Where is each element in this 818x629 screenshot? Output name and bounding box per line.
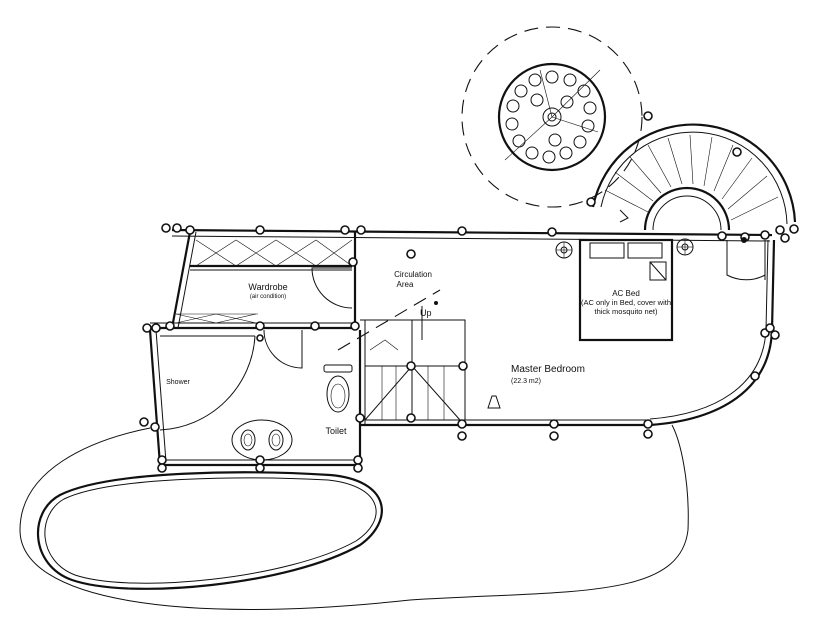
bedside-lamp-right (676, 238, 694, 256)
stair-up-label: Up (420, 308, 432, 318)
doors (159, 240, 766, 431)
spiral-stair-arrow (619, 209, 629, 223)
tree-canopy (461, 26, 643, 208)
tree-radial-lines (504, 69, 601, 161)
shower-label: Shower (166, 379, 190, 386)
spiral-stair (591, 123, 797, 231)
toilet-fixture (323, 364, 353, 413)
master-bedroom-label: Master Bedroom (511, 364, 585, 375)
pool-water (44, 477, 377, 584)
spiral-stair-treads (604, 134, 779, 221)
circulation-label-1: Circulation (394, 270, 432, 279)
double-sink (231, 419, 293, 461)
toilet-label: Toilet (325, 426, 347, 436)
bin-icon (487, 395, 501, 409)
building-walls (148, 228, 776, 467)
straight-stair (337, 289, 466, 421)
spiral-stair-core (643, 186, 731, 231)
spiral-stair-outer-rail (591, 123, 797, 223)
wardrobe-note: (air condition) (250, 294, 286, 300)
pool-edge (37, 471, 383, 590)
tree-center-core (547, 112, 557, 122)
tree-trunk-ring (497, 62, 607, 172)
bed-label: AC Bed (612, 289, 640, 298)
ac-bed (578, 238, 674, 342)
bedside-lamp-left (555, 241, 573, 259)
circulation-label-2: Area (397, 280, 414, 289)
bed-note-1: (AC only in Bed, cover with (581, 298, 671, 307)
spiral-stair-outer-inner (600, 131, 788, 225)
pool-outer (19, 424, 689, 610)
bed-note-2: thick mosquito net) (595, 307, 658, 316)
tree-canopy-outline (461, 26, 643, 208)
tree-trunk-circles (505, 70, 597, 164)
spiral-stair-core-inner (652, 195, 722, 231)
master-bedroom-area: (22.3 m2) (511, 378, 541, 385)
tree-center (542, 107, 562, 127)
structural-columns (139, 111, 799, 473)
wardrobe-label: Wardrobe (248, 282, 287, 292)
door-handle (741, 237, 747, 243)
